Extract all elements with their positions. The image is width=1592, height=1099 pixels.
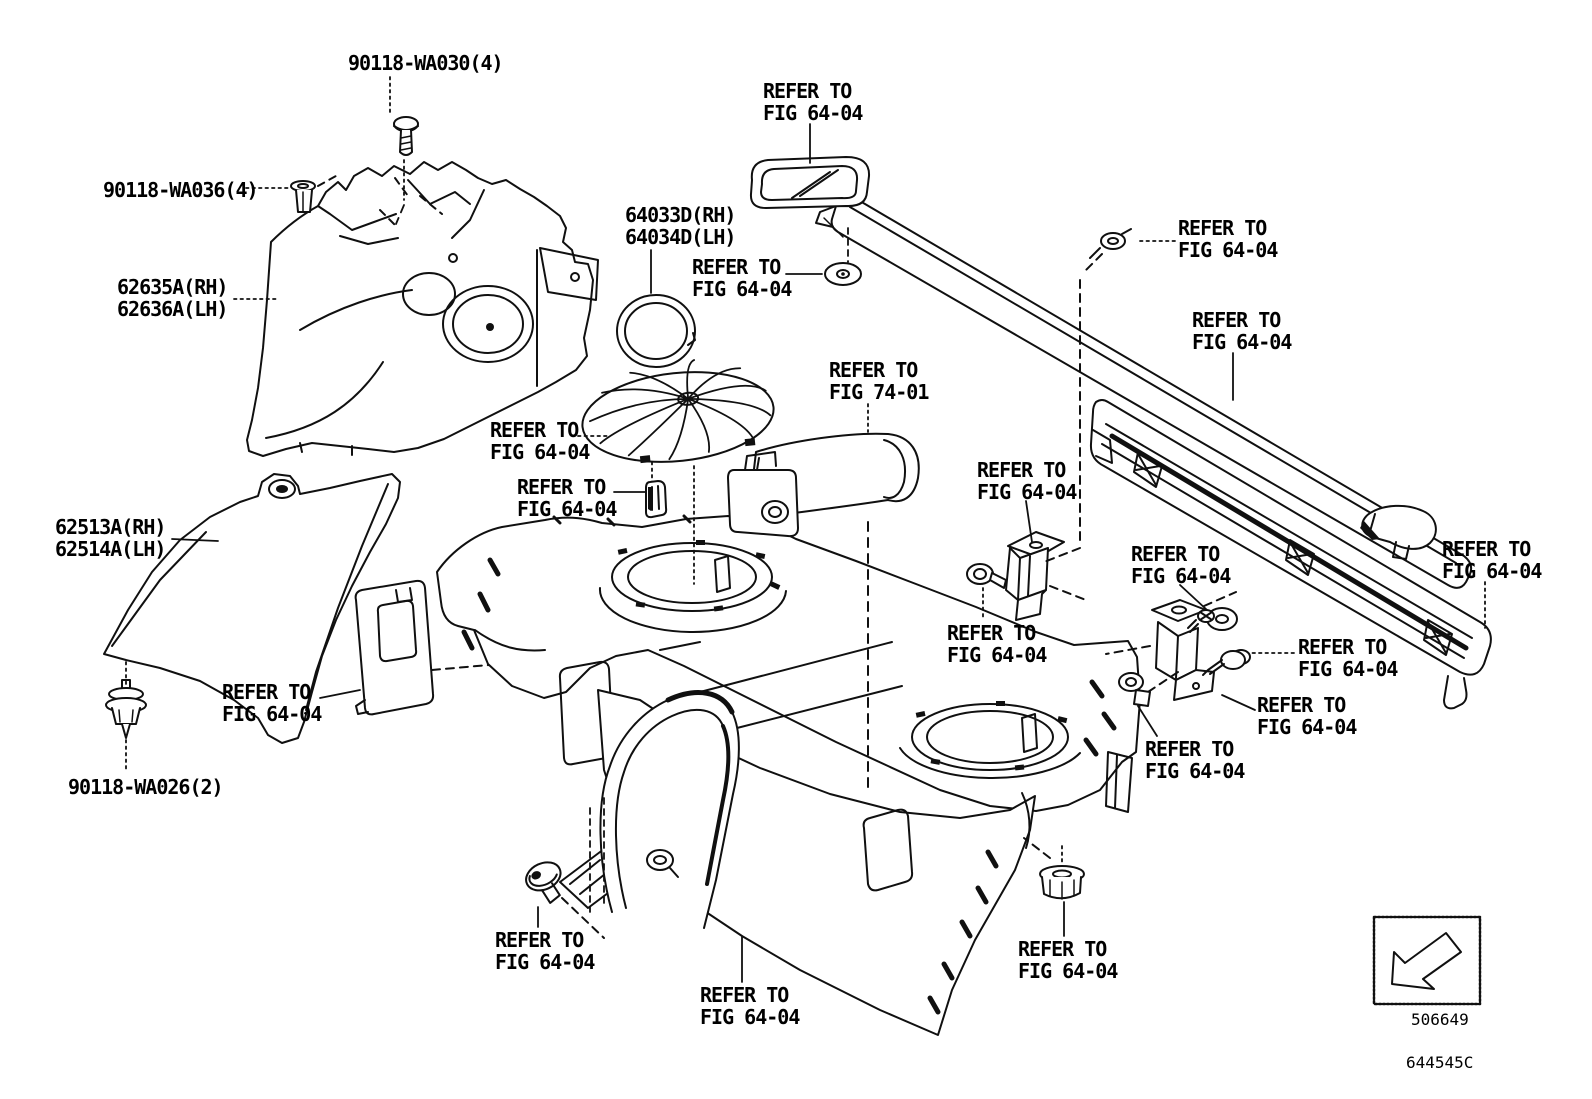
- deck-trim-board: [1089, 399, 1492, 710]
- screw-90118-wa030: [393, 116, 419, 156]
- speaker-surround-ring: [616, 294, 696, 368]
- drawing-code: 644545C: [1406, 1053, 1474, 1072]
- pin-top-right: [1089, 228, 1132, 259]
- leader-lines: [125, 76, 1486, 983]
- clip-90118-wa036: [290, 180, 316, 213]
- washer-center: [824, 227, 862, 286]
- quarter-trim-panel: [246, 161, 599, 457]
- part-label-90118-wa030: 90118-WA030(4): [348, 51, 504, 75]
- screw-right: [1202, 649, 1251, 676]
- clip-center: [645, 480, 668, 519]
- part-label-90118-wa026: 90118-WA026(2): [68, 775, 224, 799]
- amplifier: [727, 432, 920, 538]
- clip-bottom-left: [525, 861, 562, 904]
- part-label-64033d: 64033D(RH)64034D(LH): [625, 203, 736, 249]
- nav-arrow-icon: [1391, 932, 1462, 990]
- push-pin-left: [966, 563, 1007, 589]
- grommet-right: [1023, 837, 1085, 900]
- washer-screw: [1187, 607, 1238, 633]
- part-label-90118-wa036: 90118-WA036(4): [103, 178, 259, 202]
- speaker-grille: [581, 359, 775, 464]
- opening-cover: [749, 156, 871, 209]
- push-pin-lower: [1118, 672, 1151, 707]
- package-tray-trim: [436, 514, 1141, 813]
- part-label-62513a: 62513A(RH)62514A(LH): [55, 515, 166, 561]
- pillar-garnish: [103, 473, 401, 744]
- nav-arrow-box: [1372, 915, 1482, 1006]
- nav-box-code: 506649: [1411, 1010, 1469, 1029]
- clip-bottom-left-guide: [561, 897, 605, 939]
- part-label-62635a: 62635A(RH)62636A(LH): [117, 275, 228, 321]
- bracket-upper-guides: [1043, 547, 1087, 601]
- bracket-upper: [1005, 531, 1065, 621]
- seat-belt: [559, 690, 740, 929]
- pin-top-right-guide: [1079, 253, 1103, 546]
- bracket-assembly: [1105, 591, 1237, 701]
- clip-90118-wa026: [105, 679, 147, 739]
- strip-end-cap: [1360, 504, 1437, 560]
